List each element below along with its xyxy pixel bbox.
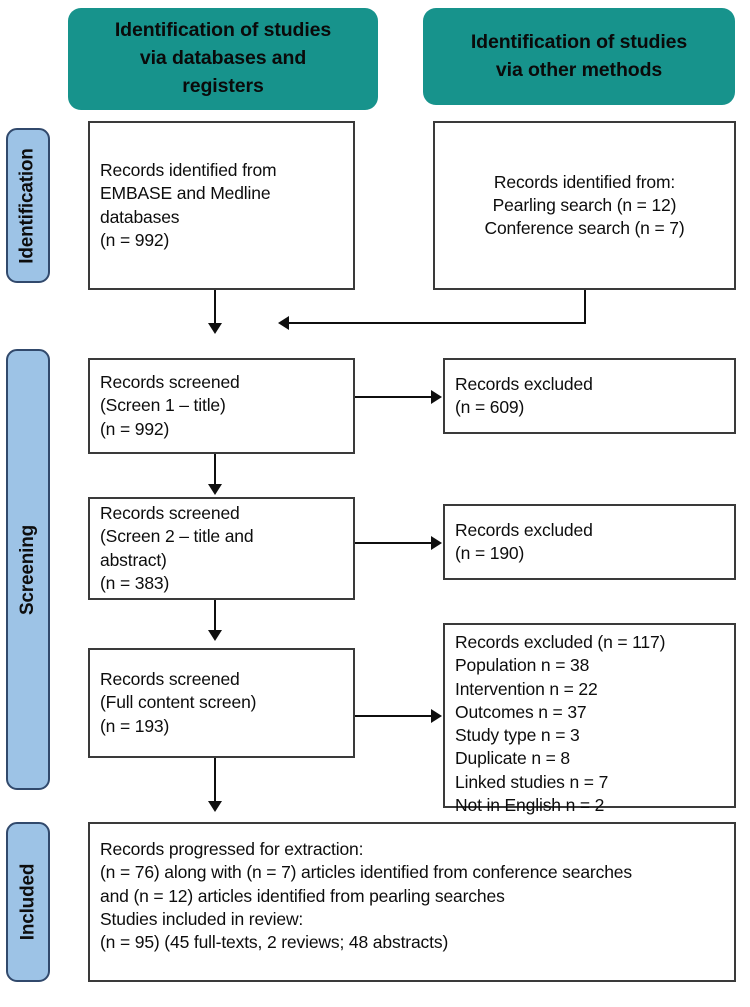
arrowhead-screen1-to-excluded1 — [431, 390, 442, 404]
node-screen3: Records screened (Full content screen) (… — [88, 648, 355, 758]
node-excluded2: Records excluded (n = 190) — [443, 504, 736, 580]
node-excluded3: Records excluded (n = 117) Population n … — [443, 623, 736, 815]
connector-screen3-to-excluded3 — [355, 715, 432, 717]
stage-tab-screening: Screening — [6, 349, 50, 790]
stage-tab-included: Included — [6, 822, 50, 982]
arrowhead-screen3-down — [208, 801, 222, 812]
node-included-final: Records progressed for extraction: (n = … — [88, 822, 736, 982]
arrowhead-other-methods-left — [278, 316, 289, 330]
connector-other-methods-down — [584, 290, 586, 323]
connector-screen2-down — [214, 600, 216, 632]
arrowhead-screen2-to-excluded2 — [431, 536, 442, 550]
connector-identification-down — [214, 290, 216, 325]
connector-screen2-to-excluded2 — [355, 542, 432, 544]
phase-header-other-methods: Identification of studies via other meth… — [423, 8, 735, 105]
node-screen2: Records screened (Screen 2 – title and a… — [88, 497, 355, 600]
node-records-identified-databases: Records identified from EMBASE and Medli… — [88, 121, 355, 290]
connector-screen1-to-excluded1 — [355, 396, 432, 398]
connector-screen3-down — [214, 758, 216, 806]
stage-tab-identification: Identification — [6, 128, 50, 283]
connector-screen1-down — [214, 454, 216, 486]
arrowhead-screen1-down — [208, 484, 222, 495]
node-excluded1: Records excluded (n = 609) — [443, 358, 736, 434]
stage-tab-identification-label: Identification — [17, 147, 39, 264]
arrowhead-screen2-down — [208, 630, 222, 641]
arrowhead-screen3-to-excluded3 — [431, 709, 442, 723]
connector-other-methods-left — [289, 322, 586, 324]
phase-header-databases: Identification of studies via databases … — [68, 8, 378, 110]
node-screen1: Records screened (Screen 1 – title) (n =… — [88, 358, 355, 454]
node-records-identified-other: Records identified from: Pearling search… — [433, 121, 736, 290]
stage-tab-screening-label: Screening — [17, 524, 39, 615]
stage-tab-included-label: Included — [17, 863, 39, 941]
arrowhead-identification-down — [208, 323, 222, 334]
